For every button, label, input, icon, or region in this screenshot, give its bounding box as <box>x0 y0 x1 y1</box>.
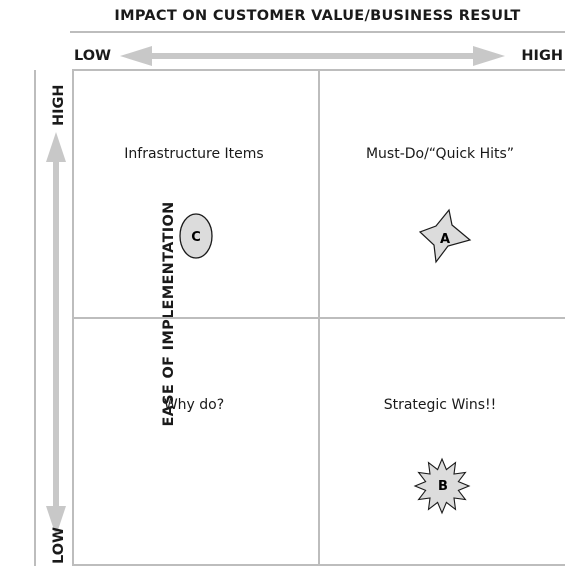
y-axis-low-label: LOW <box>51 526 67 564</box>
y-axis-arrow <box>46 132 66 536</box>
x-axis-title: IMPACT ON CUSTOMER VALUE/BUSINESS RESULT <box>114 8 521 24</box>
matrix-grid <box>72 69 565 566</box>
marker-a-star <box>418 208 472 264</box>
quadrant-must-do-quick-hits: Must-Do/“Quick Hits” <box>365 146 515 162</box>
marker-c-ellipse <box>179 213 213 259</box>
x-axis-low-label: LOW <box>74 48 112 64</box>
quadrant-strategic-wins: Strategic Wins!! <box>383 397 497 413</box>
marker-c-label: C <box>191 230 201 245</box>
quadrant-infrastructure-items: Infrastructure Items <box>124 146 264 162</box>
marker-a-label: A <box>440 232 450 247</box>
y-axis-high-label: HIGH <box>51 84 67 126</box>
quadrant-why-do: Why do? <box>163 397 225 413</box>
x-axis-high-label: HIGH <box>521 48 563 64</box>
marker-b-label: B <box>438 479 448 494</box>
marker-b-starburst <box>413 457 471 515</box>
x-axis-arrow <box>120 46 505 66</box>
